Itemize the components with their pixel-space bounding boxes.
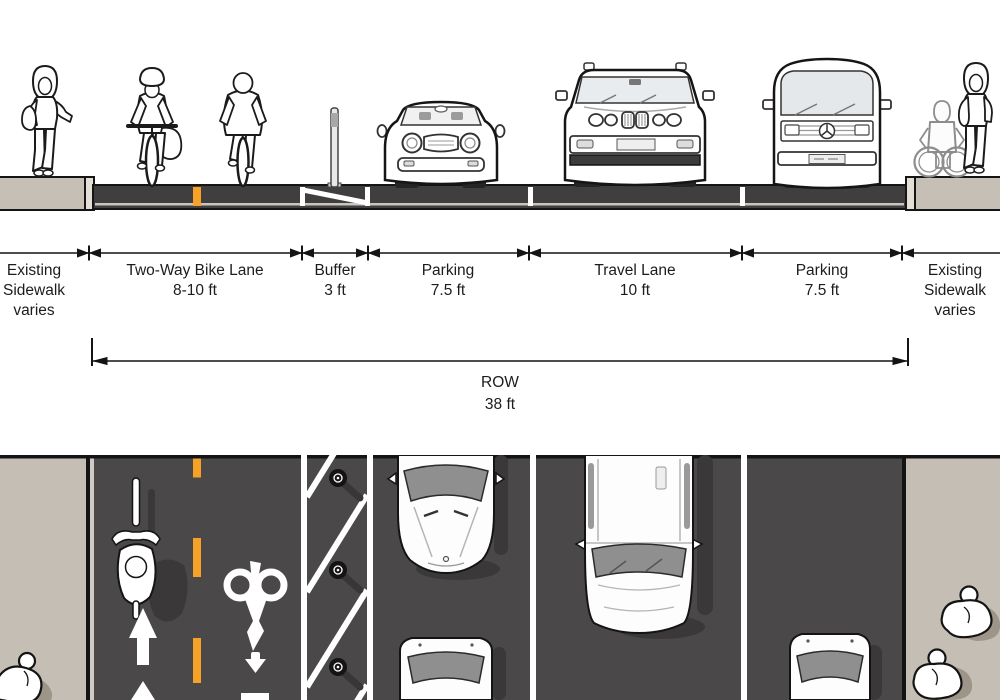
segment-name: Existing Sidewalk xyxy=(2,262,66,299)
dimension-label-parking-left: Parking 7.5 ft xyxy=(388,261,508,301)
dimension-label-buffer: Buffer 3 ft xyxy=(295,261,375,301)
segment-size: 3 ft xyxy=(324,282,346,299)
car-front-elevation xyxy=(376,100,506,188)
pedestrian-right-elevation xyxy=(957,62,993,174)
cyclist-back-elevation xyxy=(219,72,267,188)
segment-size: 7.5 ft xyxy=(430,282,466,299)
elevation-view xyxy=(0,57,1000,211)
segment-size: 10 ft xyxy=(619,282,651,299)
bike-lane-arrow-north xyxy=(129,608,157,700)
van-front-elevation xyxy=(762,57,892,190)
pedestrian-topdown-right-2 xyxy=(912,648,973,700)
suv-front-elevation xyxy=(555,62,715,187)
bike-symbol-topdown xyxy=(223,561,288,700)
segment-name: Parking xyxy=(421,262,475,279)
dimension-line xyxy=(0,245,1000,261)
segment-name: Travel Lane xyxy=(594,262,676,279)
wheelchair-user-elevation xyxy=(913,100,973,178)
row-dimension-line xyxy=(91,338,909,366)
cyclist-front-elevation xyxy=(126,67,183,188)
next-marking-partial xyxy=(241,693,269,700)
dimension-label-travel-lane: Travel Lane 10 ft xyxy=(555,261,715,301)
dimension-label-existing-sidewalk-left: Existing Sidewalk varies xyxy=(0,261,78,321)
row-size: 38 ft xyxy=(484,396,516,413)
buffer-hatching xyxy=(307,455,367,700)
van-topdown xyxy=(574,455,713,639)
parked-car-topdown-2 xyxy=(399,637,506,700)
segment-name: Parking xyxy=(795,262,849,279)
segment-name: Buffer xyxy=(314,262,356,279)
dimension-ticks xyxy=(77,245,914,261)
parked-car-topdown-3 xyxy=(789,633,882,700)
row-label: ROW 38 ft xyxy=(430,372,570,416)
segment-size: 8-10 ft xyxy=(173,282,217,299)
row-name: ROW xyxy=(481,374,519,391)
elevation-road-markings xyxy=(193,187,745,206)
elevation-ground xyxy=(0,176,1000,211)
pedestrian-left-elevation xyxy=(21,65,73,177)
pedestrian-topdown-left xyxy=(0,651,53,700)
plan-view xyxy=(0,455,1000,700)
cyclist-topdown xyxy=(111,477,188,622)
flex-post xyxy=(327,107,342,188)
parked-car-topdown-1 xyxy=(386,455,508,580)
pedestrian-topdown-right-1 xyxy=(940,585,1000,641)
dimension-label-parking-right: Parking 7.5 ft xyxy=(762,261,882,301)
segment-name: Two-Way Bike Lane xyxy=(126,262,264,279)
segment-size: varies xyxy=(13,302,55,319)
buffer-delineator-posts xyxy=(329,469,364,691)
segment-name: Existing Sidewalk xyxy=(923,262,987,299)
dimension-label-existing-sidewalk-right: Existing Sidewalk varies xyxy=(911,261,999,321)
bike-lane-arrow-north-partial xyxy=(131,681,155,700)
segment-size: varies xyxy=(934,302,976,319)
segment-size: 7.5 ft xyxy=(804,282,840,299)
dimension-label-bike-lane: Two-Way Bike Lane 8-10 ft xyxy=(95,261,295,301)
orange-centerline-section xyxy=(193,187,201,206)
bike-lane-centerline-dashes xyxy=(193,458,201,683)
